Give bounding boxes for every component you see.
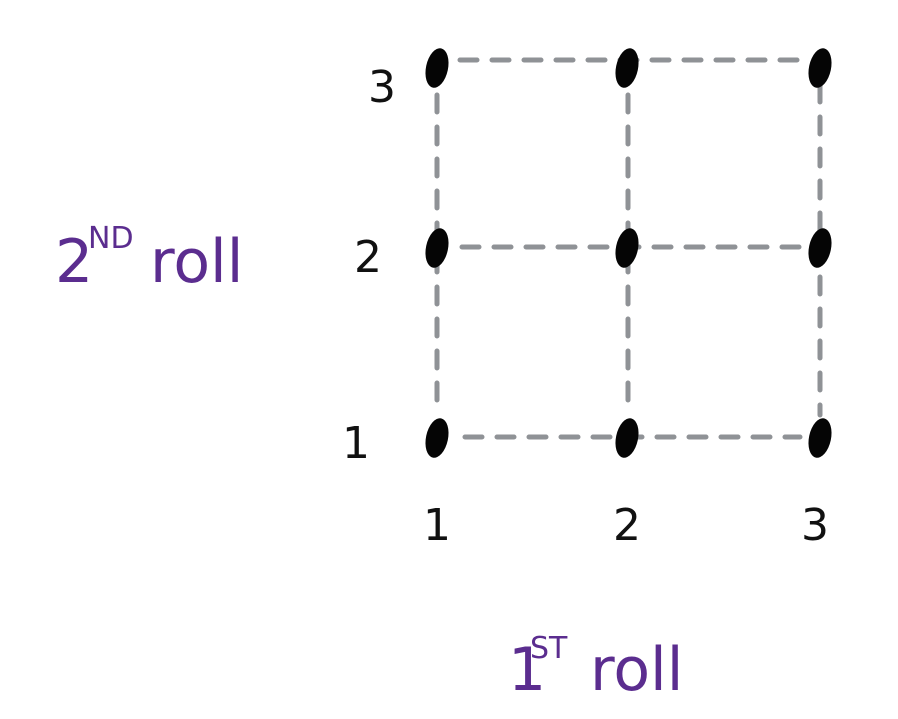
outcome-point [808, 48, 832, 88]
y-tick-labels: 3 2 1 [342, 62, 396, 469]
y-axis-title-superscript: ND [88, 221, 134, 256]
x-axis-title: 1 ST roll [508, 631, 683, 705]
outcome-point [615, 228, 639, 268]
x-axis-title-number: 1 [508, 635, 546, 705]
x-tick-labels: 1 2 3 [423, 500, 829, 551]
x-tick-label: 2 [613, 500, 641, 551]
outcome-point [425, 228, 449, 268]
outcome-point [425, 48, 449, 88]
y-axis-title-word: roll [150, 227, 243, 297]
x-axis-title-superscript: ST [530, 631, 568, 666]
y-axis-title: 2 ND roll [55, 221, 243, 297]
x-tick-label: 1 [423, 500, 451, 551]
outcome-point [808, 228, 832, 268]
outcome-point [808, 418, 832, 458]
y-tick-label: 2 [354, 232, 382, 283]
y-tick-label: 1 [342, 418, 370, 469]
outcome-point [615, 48, 639, 88]
outcome-points [425, 48, 832, 458]
outcome-point [615, 418, 639, 458]
y-tick-label: 3 [368, 62, 396, 113]
x-tick-label: 3 [801, 500, 829, 551]
outcome-point [425, 418, 449, 458]
x-axis-title-word: roll [590, 635, 683, 705]
y-axis-title-number: 2 [55, 227, 93, 297]
